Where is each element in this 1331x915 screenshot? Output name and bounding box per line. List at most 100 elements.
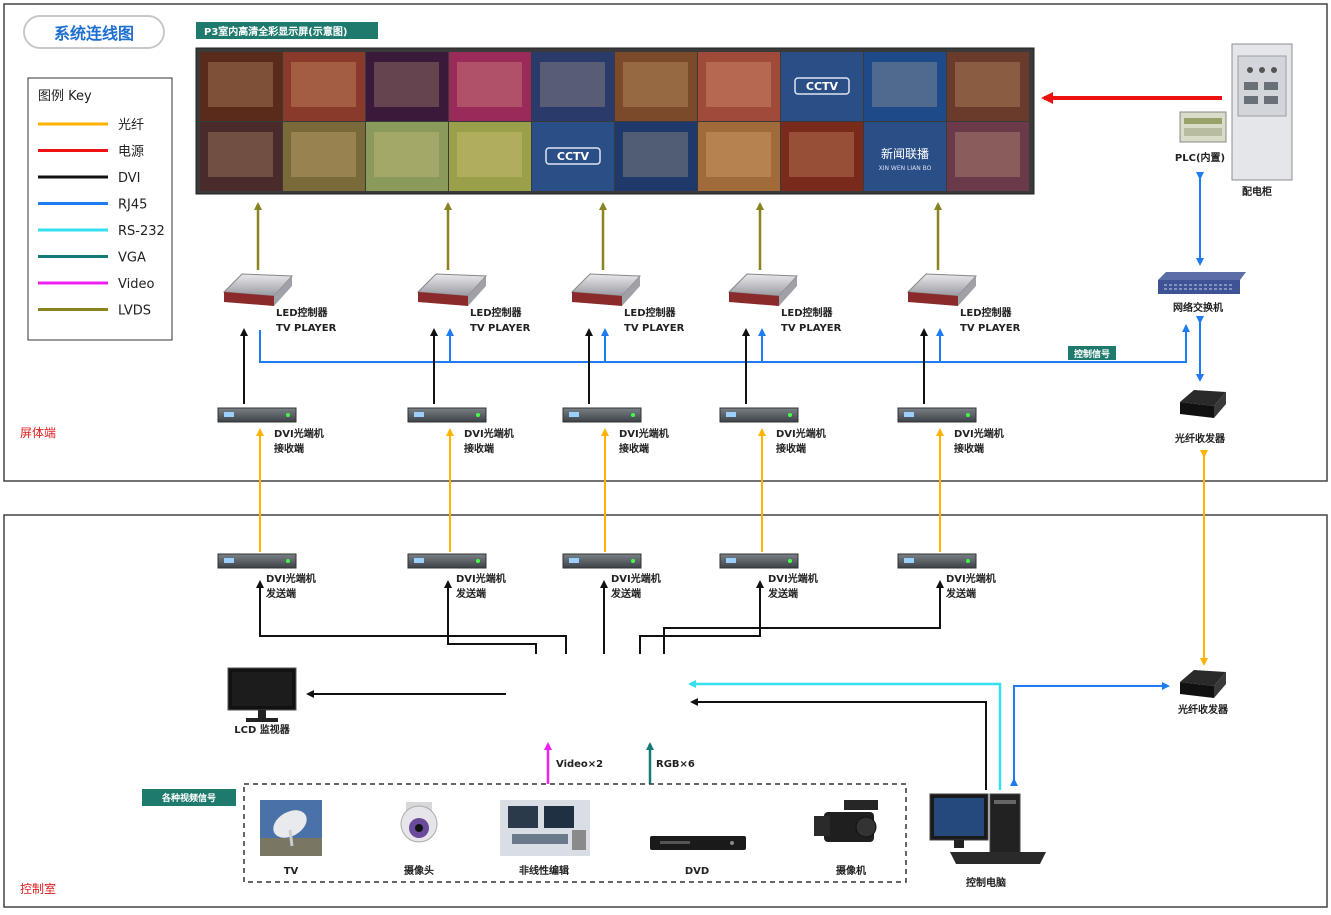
dvi-sender-5 xyxy=(897,553,977,569)
screen-tile-14 xyxy=(449,122,531,191)
dvi-sender-label-2: DVI光端机 xyxy=(456,572,506,585)
dvi-receiver-label-1: DVI光端机 xyxy=(274,427,324,440)
screen-tile-scene xyxy=(457,132,522,177)
screen-tile-scene xyxy=(955,62,1020,107)
screen-tile-scene xyxy=(955,132,1020,177)
dvi-receiver-sublabel-1: 接收端 xyxy=(274,442,304,455)
dvi-receiver-sublabel-3: 接收端 xyxy=(619,442,649,455)
lcd-monitor xyxy=(227,667,297,722)
dvi-receiver-sublabel-2: 接收端 xyxy=(464,442,494,455)
dvi-out-2 xyxy=(444,580,537,654)
network-switch xyxy=(1158,272,1246,294)
control-signal-tag xyxy=(1068,346,1116,360)
screen-label-tag xyxy=(196,22,378,39)
led-controller-sublabel-1: TV PLAYER xyxy=(276,323,337,334)
rs232-link xyxy=(688,680,1002,790)
legend-label-1: 光纤 xyxy=(118,118,144,133)
dvi-sender-sublabel-2: 发送端 xyxy=(455,587,486,600)
screen-tile-7 xyxy=(698,52,780,121)
source-camera-label: 摄像头 xyxy=(404,864,434,877)
camcorder-icon xyxy=(814,800,878,842)
legend-label-2: 电源 xyxy=(118,145,144,160)
led-controller-sublabel-5: TV PLAYER xyxy=(960,323,1021,334)
led-controller-1 xyxy=(222,273,294,306)
led-controller-3 xyxy=(570,273,642,306)
screen-tile-3 xyxy=(366,52,448,121)
screen-tile-18 xyxy=(781,122,863,191)
screen-tile-12 xyxy=(283,122,365,191)
led-controller-sublabel-2: TV PLAYER xyxy=(470,323,531,334)
fiber-transceiver-top xyxy=(1180,390,1226,418)
legend-label-4: RJ45 xyxy=(118,198,147,213)
screen-tile-scene xyxy=(291,62,356,107)
screen-tile-19 xyxy=(864,122,946,191)
screen-tile-scene xyxy=(291,132,356,177)
source-tv-label: TV xyxy=(284,866,299,877)
control-room-label: 控制室 xyxy=(20,881,56,896)
dvi-receiver-5 xyxy=(897,407,977,423)
source-camcorder-label: 摄像机 xyxy=(836,864,866,877)
screen-tile-scene xyxy=(208,62,273,107)
plc-label: PLC(内置) xyxy=(1175,151,1225,164)
dvi-receiver-label-3: DVI光端机 xyxy=(619,427,669,440)
dvi-out-5 xyxy=(663,580,944,654)
dvi-sender-label-1: DVI光端机 xyxy=(266,572,316,585)
sources-box xyxy=(243,783,907,883)
power-cabinet-label: 配电柜 xyxy=(1242,185,1272,198)
screen-tile-13 xyxy=(366,122,448,191)
screen-tile-6 xyxy=(615,52,697,121)
cctv-logo-text: CCTV xyxy=(557,150,590,163)
legend-label-3: DVI xyxy=(118,171,141,186)
cctv-logo-icon xyxy=(545,147,601,165)
news-tile-subtitle: XIN WEN LIAN BO xyxy=(879,165,932,172)
sources-tag xyxy=(142,789,236,806)
screen-label: P3室内高清全彩显示屏(示意图) xyxy=(204,25,347,38)
dvd-player-icon xyxy=(650,836,746,850)
screen-tile-scene xyxy=(706,132,771,177)
dvi-sender-sublabel-4: 发送端 xyxy=(767,587,798,600)
led-controller-2 xyxy=(416,273,488,306)
screen-side-label: 屏体端 xyxy=(20,426,56,440)
dvi-receiver-label-2: DVI光端机 xyxy=(464,427,514,440)
screen-tile-scene xyxy=(208,132,273,177)
legend-label-6: VGA xyxy=(118,251,146,266)
plc-module xyxy=(1179,111,1227,143)
source-nle-label: 非线性编辑 xyxy=(519,864,569,877)
screen-tile-scene xyxy=(623,62,688,107)
dvi-receiver-3 xyxy=(562,407,642,423)
diagram-title: 系统连线图 xyxy=(54,24,134,43)
dvi-sender-2 xyxy=(407,553,487,569)
led-controller-5 xyxy=(906,273,978,306)
led-controller-label-4: LED控制器 xyxy=(781,306,834,319)
rgb-input-label: RGB×6 xyxy=(656,759,695,770)
fiber-transceiver-bottom xyxy=(1180,670,1226,698)
dvi-sender-sublabel-3: 发送端 xyxy=(610,587,641,600)
dvi-out-1 xyxy=(256,580,567,654)
camera-dome-icon xyxy=(400,802,438,843)
sources-title: 各种视频信号 xyxy=(161,792,216,804)
dvi-sender-1 xyxy=(217,553,297,569)
control-signal-bus xyxy=(259,324,1190,363)
dvi-sender-sublabel-1: 发送端 xyxy=(265,587,296,600)
dvi-receiver-1 xyxy=(217,407,297,423)
control-pc-icon xyxy=(929,793,1046,864)
fiber-transceiver-top-label: 光纤收发器 xyxy=(1174,432,1226,445)
news-tile-title: 新闻联播 xyxy=(881,146,929,161)
screen-tile-20 xyxy=(947,122,1029,191)
led-controller-label-5: LED控制器 xyxy=(960,306,1013,319)
led-controller-sublabel-4: TV PLAYER xyxy=(781,323,842,334)
screen-tile-5 xyxy=(532,52,614,121)
led-controller-sublabel-3: TV PLAYER xyxy=(624,323,685,334)
legend-label-8: LVDS xyxy=(118,304,151,319)
dvi-receiver-sublabel-5: 接收端 xyxy=(954,442,984,455)
switch-label: 网络交换机 xyxy=(1173,301,1223,314)
dvi-sender-label-3: DVI光端机 xyxy=(611,572,661,585)
pc-rj45-link xyxy=(1010,682,1170,786)
control-pc-label: 控制电脑 xyxy=(966,876,1006,889)
screen-tile-11 xyxy=(200,122,282,191)
dvi-receiver-label-4: DVI光端机 xyxy=(776,427,826,440)
pc-dvi-link xyxy=(690,698,987,790)
screen-tile-1 xyxy=(200,52,282,121)
